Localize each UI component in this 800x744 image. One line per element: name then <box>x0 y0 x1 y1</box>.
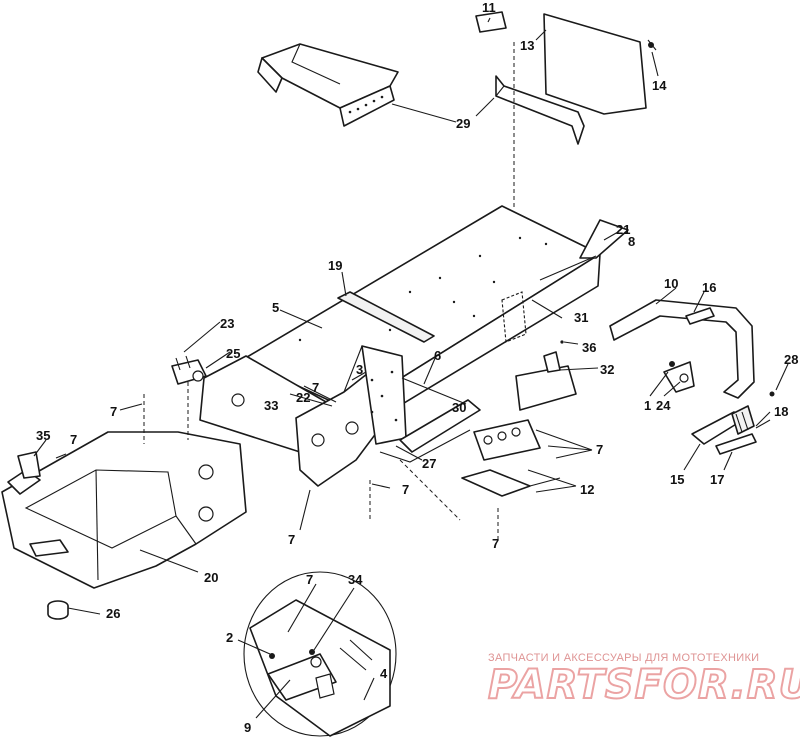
callout-19: 19 <box>328 258 342 273</box>
callout-20: 20 <box>204 570 218 585</box>
callout-4: 4 <box>380 666 388 681</box>
callout-23: 23 <box>220 316 234 331</box>
callout-7-e: 7 <box>288 532 295 547</box>
callout-7-a: 7 <box>312 380 319 395</box>
callout-11: 11 <box>482 0 496 15</box>
callout-33: 33 <box>264 398 278 413</box>
watermark-caption: ЗАПЧАСТИ И АКСЕССУАРЫ ДЛЯ МОТОТЕХНИКИ <box>488 652 759 664</box>
callout-30: 30 <box>452 400 466 415</box>
callout-25: 25 <box>226 346 240 361</box>
callout-34: 34 <box>348 572 363 587</box>
callout-28: 28 <box>784 352 798 367</box>
callout-14: 14 <box>652 78 667 93</box>
callout-12: 12 <box>580 482 594 497</box>
part-rear-bumper <box>609 299 775 399</box>
callout-27: 27 <box>422 456 436 471</box>
callout-10: 10 <box>664 276 678 291</box>
leader-lines <box>33 17 789 719</box>
callout-21: 21 <box>616 222 630 237</box>
callout-numbers: 11 13 14 29 21 8 19 5 31 36 32 10 16 28 … <box>36 0 798 735</box>
part-grommet <box>47 600 69 620</box>
callout-32: 32 <box>600 362 614 377</box>
callout-22: 22 <box>296 390 310 405</box>
assembly-lines <box>143 382 499 540</box>
watermark: ЗАПЧАСТИ И АКСЕССУАРЫ ДЛЯ МОТОТЕХНИКИ PA… <box>487 652 800 709</box>
callout-13: 13 <box>520 38 534 53</box>
part-flap-bracket <box>691 405 771 455</box>
part-top-strip <box>475 11 507 33</box>
part-main-tunnel <box>241 205 629 439</box>
callout-16: 16 <box>702 280 716 295</box>
callout-36: 36 <box>582 340 596 355</box>
part-rear-plate <box>495 13 647 145</box>
callout-31: 31 <box>574 310 588 325</box>
part-small-brackets <box>171 355 207 385</box>
part-bracket-35 <box>17 451 41 479</box>
callout-6: 6 <box>434 348 441 363</box>
callout-1: 1 <box>644 398 651 413</box>
part-front-frame <box>199 345 481 487</box>
part-floor-pan <box>1 431 247 589</box>
part-center-brackets <box>461 340 577 497</box>
callout-8: 8 <box>628 234 635 249</box>
callout-29: 29 <box>456 116 470 131</box>
callout-7-f: 7 <box>70 432 77 447</box>
callout-35: 35 <box>36 428 50 443</box>
callout-9: 9 <box>244 720 251 735</box>
detail-inset <box>243 571 397 737</box>
callout-5: 5 <box>272 300 279 315</box>
callout-26: 26 <box>106 606 120 621</box>
callout-7-b: 7 <box>596 442 603 457</box>
part-top-bolt <box>647 39 657 51</box>
callout-2: 2 <box>226 630 233 645</box>
callout-7-c: 7 <box>402 482 409 497</box>
callout-7-h: 7 <box>306 572 313 587</box>
callout-7-d: 7 <box>492 536 499 551</box>
callout-7-g: 7 <box>110 404 117 419</box>
callout-24: 24 <box>656 398 671 413</box>
part-hood-cover <box>257 43 399 127</box>
callout-17: 17 <box>710 472 724 487</box>
watermark-logo: PARTSFOR.RU <box>488 662 800 708</box>
callout-18: 18 <box>774 404 788 419</box>
callout-15: 15 <box>670 472 684 487</box>
callout-3: 3 <box>356 362 363 377</box>
